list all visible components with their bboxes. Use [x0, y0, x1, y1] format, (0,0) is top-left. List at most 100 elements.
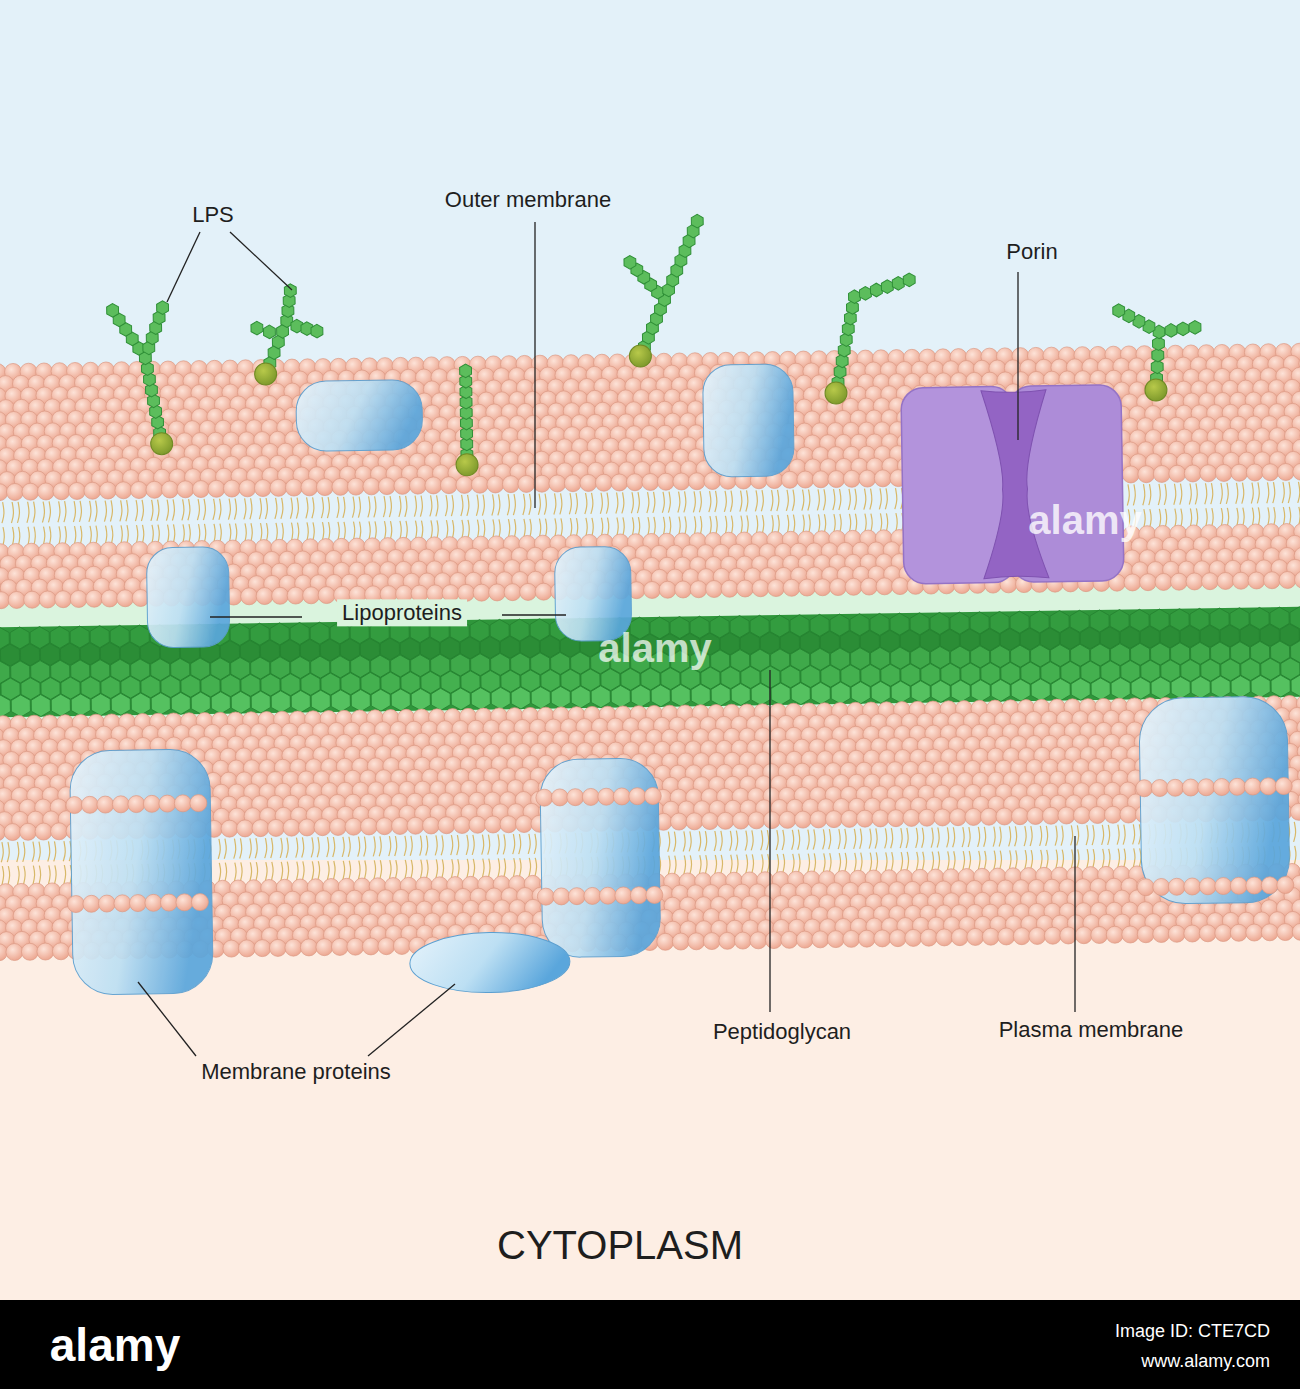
phospholipid-head [518, 475, 535, 492]
phospholipid-head [657, 473, 674, 490]
phospholipid-head [1201, 573, 1218, 590]
phospholipid-head [659, 581, 676, 598]
phospholipid-head [115, 482, 132, 499]
phospholipid-head [781, 471, 798, 488]
phospholipid-head [240, 588, 257, 605]
phospholipid-head [1186, 573, 1203, 590]
phospholipid-head [502, 476, 519, 493]
phospholipid-head [70, 590, 87, 607]
phospholipid-head [1124, 574, 1141, 591]
phospholipid-head [301, 479, 318, 496]
phospholipid-head [347, 478, 364, 495]
phospholipid-head [595, 474, 612, 491]
phospholipid-head [426, 585, 443, 602]
phospholipid-head [643, 581, 660, 598]
phospholipid-head [256, 587, 273, 604]
phospholipid-head [395, 585, 412, 602]
phospholipid-head [316, 478, 333, 495]
phospholipid-head [411, 585, 428, 602]
phospholipid-head [828, 470, 845, 487]
phospholipid-head [146, 481, 163, 498]
phospholipid-head [1138, 466, 1155, 483]
phospholipid-head [192, 480, 209, 497]
phospholipid-head [54, 591, 71, 608]
phospholipid-head [504, 584, 521, 601]
phospholipid-head [37, 483, 54, 500]
phospholipid-head [177, 481, 194, 498]
phospholipid-head [1139, 574, 1156, 591]
phospholipid-head [1184, 465, 1201, 482]
phospholipid-head [783, 579, 800, 596]
phospholipid-head [549, 475, 566, 492]
phospholipid-head [812, 471, 829, 488]
phospholipid-head [6, 483, 23, 500]
phospholipid-head [736, 580, 753, 597]
phospholipid-head [22, 483, 39, 500]
phospholipid-head [1217, 572, 1234, 589]
phospholipid-head [116, 590, 133, 607]
phospholipid-head [208, 480, 225, 497]
phospholipid-head [798, 579, 815, 596]
phospholipid-head [860, 578, 877, 595]
phospholipid-head [270, 479, 287, 496]
phospholipid-head [8, 591, 25, 608]
phospholipid-head [349, 586, 366, 603]
phospholipid-head [1169, 465, 1186, 482]
phospholipid-head [704, 472, 721, 489]
phospholipid-head [488, 584, 505, 601]
phospholipid-head [688, 473, 705, 490]
phospholipid-head [457, 584, 474, 601]
phospholipid-head [533, 475, 550, 492]
phospholipid-head [378, 477, 395, 494]
phospholipid-head [84, 482, 101, 499]
phospholipid-head [239, 480, 256, 497]
phospholipid-head [1170, 573, 1187, 590]
phospholipid-head [1262, 464, 1279, 481]
phospholipid-head [101, 590, 118, 607]
phospholipid-head [68, 482, 85, 499]
phospholipid-head [843, 470, 860, 487]
phospholipid-head [626, 474, 643, 491]
phospholipid-head [394, 477, 411, 494]
phospholipid-head [380, 585, 397, 602]
phospholipid-head [440, 477, 457, 494]
phospholipid-head [721, 580, 738, 597]
phospholipid-head [302, 587, 319, 604]
phospholipid-head [767, 579, 784, 596]
phospholipid-head [130, 481, 147, 498]
phospholipid-head [519, 583, 536, 600]
phospholipid-head [1215, 464, 1232, 481]
phospholipid-head [1122, 466, 1139, 483]
phospholipid-head [99, 482, 116, 499]
phospholipid-head [814, 579, 831, 596]
phospholipid-head [364, 586, 381, 603]
phospholipid-head [332, 478, 349, 495]
phospholipid-head [859, 470, 876, 487]
phospholipid-head [874, 470, 891, 487]
phospholipid-head [1155, 573, 1172, 590]
phospholipid-head [425, 477, 442, 494]
phospholipid-head [1263, 572, 1280, 589]
phospholipid-head [24, 591, 41, 608]
phospholipid-head [363, 478, 380, 495]
phospholipid-head [876, 578, 893, 595]
phospholipid-head [891, 577, 908, 594]
phospholipid-head [797, 471, 814, 488]
phospholipid-head [471, 476, 488, 493]
phospholipid-head [580, 474, 597, 491]
phospholipid-head [611, 474, 628, 491]
phospholipid-head [161, 481, 178, 498]
phospholipid-head [271, 587, 288, 604]
phospholipid-head [85, 590, 102, 607]
phospholipid-head [690, 581, 707, 598]
phospholipid-head [53, 483, 70, 500]
phospholipid-head [564, 475, 581, 492]
phospholipid-head [333, 586, 350, 603]
phospholipid-head [1231, 464, 1248, 481]
phospholipid-head [1200, 465, 1217, 482]
phospholipid-head [456, 476, 473, 493]
phospholipid-head [1279, 571, 1296, 588]
phospholipid-head [223, 480, 240, 497]
phospholipid-head [642, 473, 659, 490]
